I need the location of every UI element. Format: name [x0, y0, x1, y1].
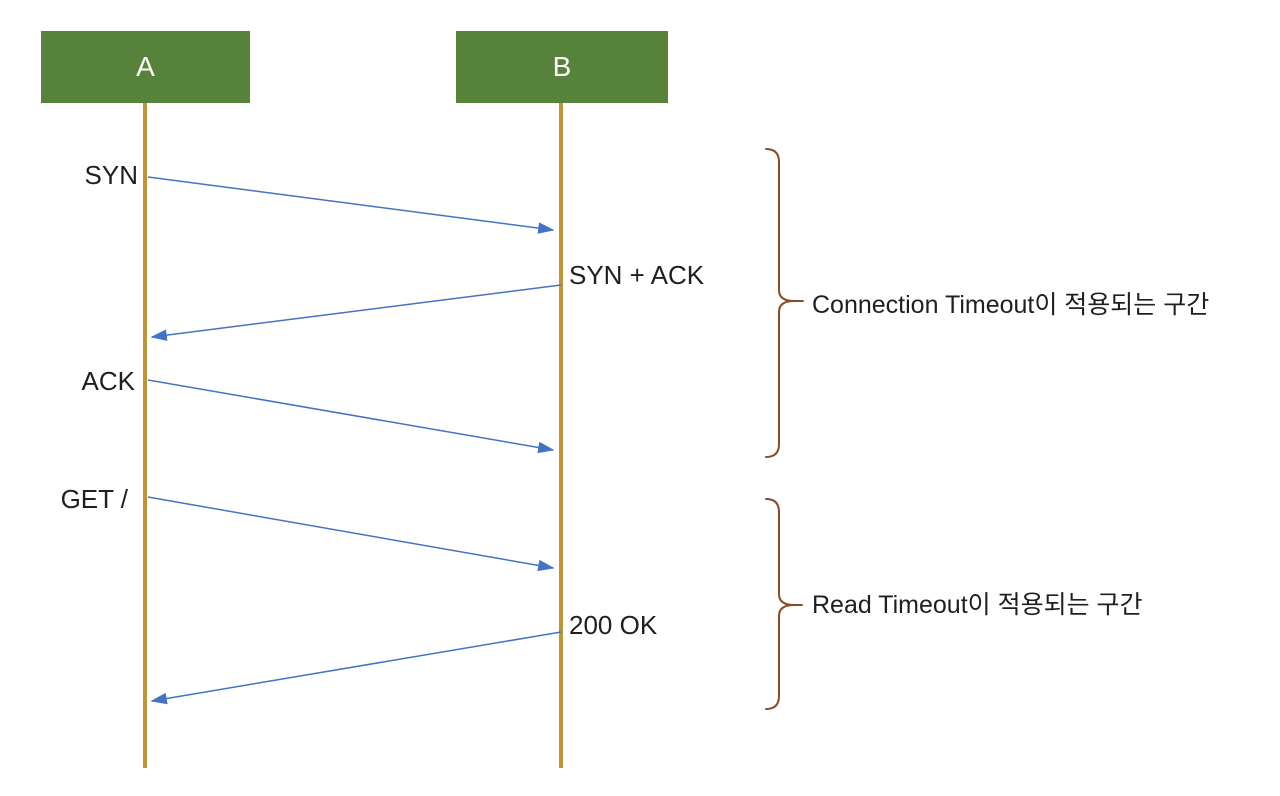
actor-box-b: B	[456, 31, 668, 103]
message-label-syn: SYN	[84, 160, 138, 190]
arrow-ack	[147, 379, 555, 454]
message-label-ack: ACK	[81, 366, 135, 396]
actor-label-a: A	[136, 51, 155, 82]
arrow-200-ok	[150, 631, 562, 705]
arrow-get	[147, 496, 555, 572]
arrow-syn	[147, 176, 555, 234]
actor-box-a: A	[41, 31, 250, 103]
message-label-syn-ack: SYN + ACK	[569, 260, 705, 290]
brace-read-timeout	[765, 498, 803, 710]
lifeline-a	[143, 103, 147, 768]
annotation-read-timeout: Read Timeout이 적용되는 구간	[812, 591, 1143, 619]
brace-connection-timeout	[765, 148, 804, 458]
actor-label-b: B	[552, 51, 572, 82]
message-label-200-ok: 200 OK	[569, 610, 658, 640]
lifeline-b	[559, 103, 563, 768]
arrow-syn-ack	[150, 284, 562, 341]
annotation-connection-timeout: Connection Timeout이 적용되는 구간	[812, 291, 1210, 319]
message-label-get: GET /	[60, 484, 128, 514]
